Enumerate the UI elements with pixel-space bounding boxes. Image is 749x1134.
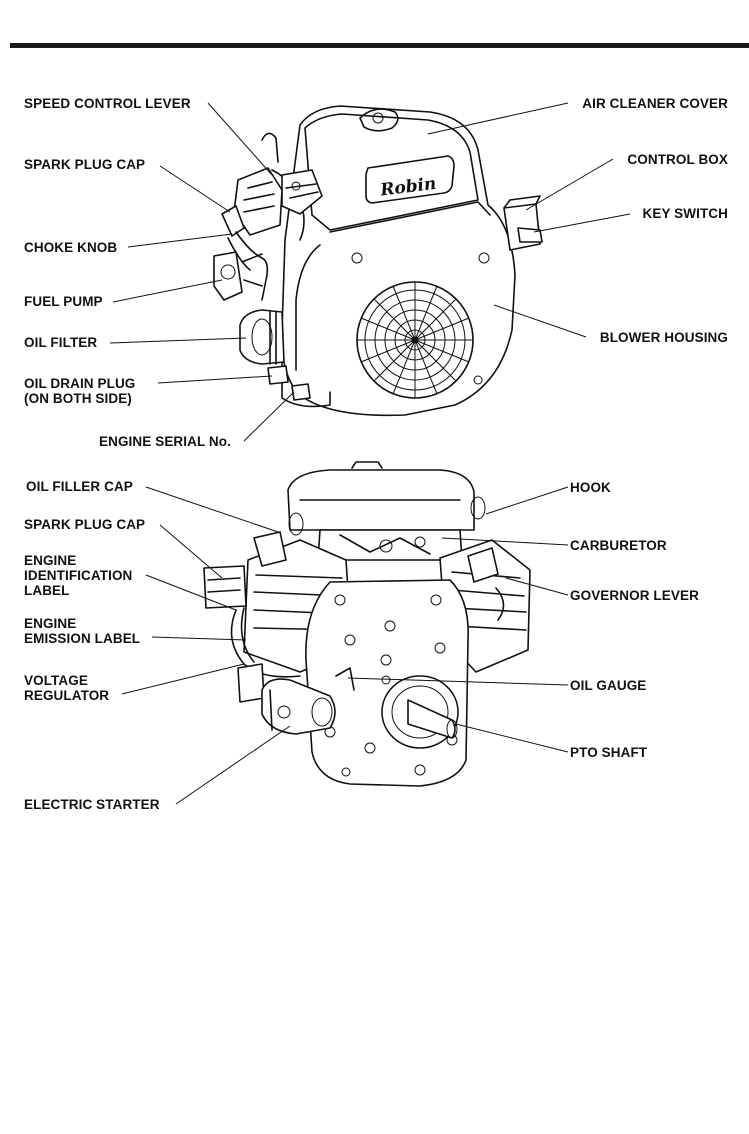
label-oil-gauge: OIL GAUGE — [570, 678, 647, 693]
label-spark-plug-cap-front: SPARK PLUG CAP — [24, 157, 146, 172]
label-control-box: CONTROL BOX — [627, 152, 728, 167]
label-oil-drain-plug: OIL DRAIN PLUG (ON BOTH SIDE) — [24, 376, 136, 406]
label-engine-identification: ENGINE IDENTIFICATION LABEL — [24, 553, 133, 598]
label-electric-starter: ELECTRIC STARTER — [24, 797, 160, 812]
label-blower-housing: BLOWER HOUSING — [599, 330, 728, 345]
fan-grille — [356, 281, 474, 399]
control-box-shape — [503, 203, 541, 251]
label-speed-control-lever: SPEED CONTROL LEVER — [24, 96, 191, 111]
engine-rear-view — [203, 461, 531, 787]
label-air-cleaner-cover: AIR CLEANER COVER — [582, 96, 728, 111]
header-rule — [10, 43, 749, 48]
label-choke-knob: CHOKE KNOB — [24, 240, 118, 255]
label-engine-serial: ENGINE SERIAL No. — [99, 434, 231, 449]
label-fuel-pump: FUEL PUMP — [24, 294, 103, 309]
bolt-heads — [324, 594, 458, 777]
label-spark-plug-cap-rear: SPARK PLUG CAP — [24, 517, 146, 532]
label-carburetor: CARBURETOR — [570, 538, 667, 553]
label-oil-filter: OIL FILTER — [24, 335, 98, 350]
engine-front-view: Robin — [213, 105, 543, 417]
label-governor-lever: GOVERNOR LEVER — [570, 588, 699, 603]
label-engine-emission: ENGINE EMISSION LABEL — [24, 616, 141, 646]
leader-lines — [109, 102, 631, 805]
robin-badge — [365, 155, 455, 204]
label-oil-filler-cap: OIL FILLER CAP — [26, 479, 133, 494]
key-switch-shape — [517, 227, 543, 243]
label-voltage-regulator: VOLTAGE REGULATOR — [24, 673, 110, 703]
oil-filter-shape — [239, 309, 285, 365]
label-pto-shaft: PTO SHAFT — [570, 745, 648, 760]
label-key-switch: KEY SWITCH — [642, 206, 728, 221]
label-hook: HOOK — [570, 480, 611, 495]
